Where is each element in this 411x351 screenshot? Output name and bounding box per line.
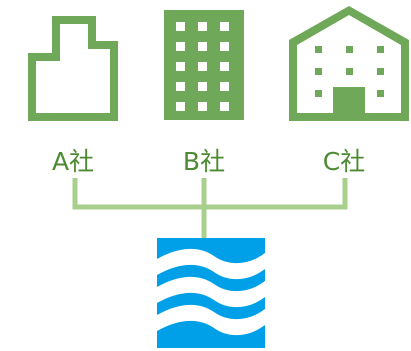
company-label-c: C社 [323, 147, 365, 176]
water-waves-icon [157, 238, 265, 348]
office-building-stepped-icon [28, 16, 118, 121]
company-label-a: A社 [52, 147, 94, 176]
office-tower-icon [164, 10, 244, 120]
gabled-building-icon [289, 6, 409, 121]
connector-lines [72, 178, 348, 238]
company-label-b: B社 [183, 147, 225, 176]
